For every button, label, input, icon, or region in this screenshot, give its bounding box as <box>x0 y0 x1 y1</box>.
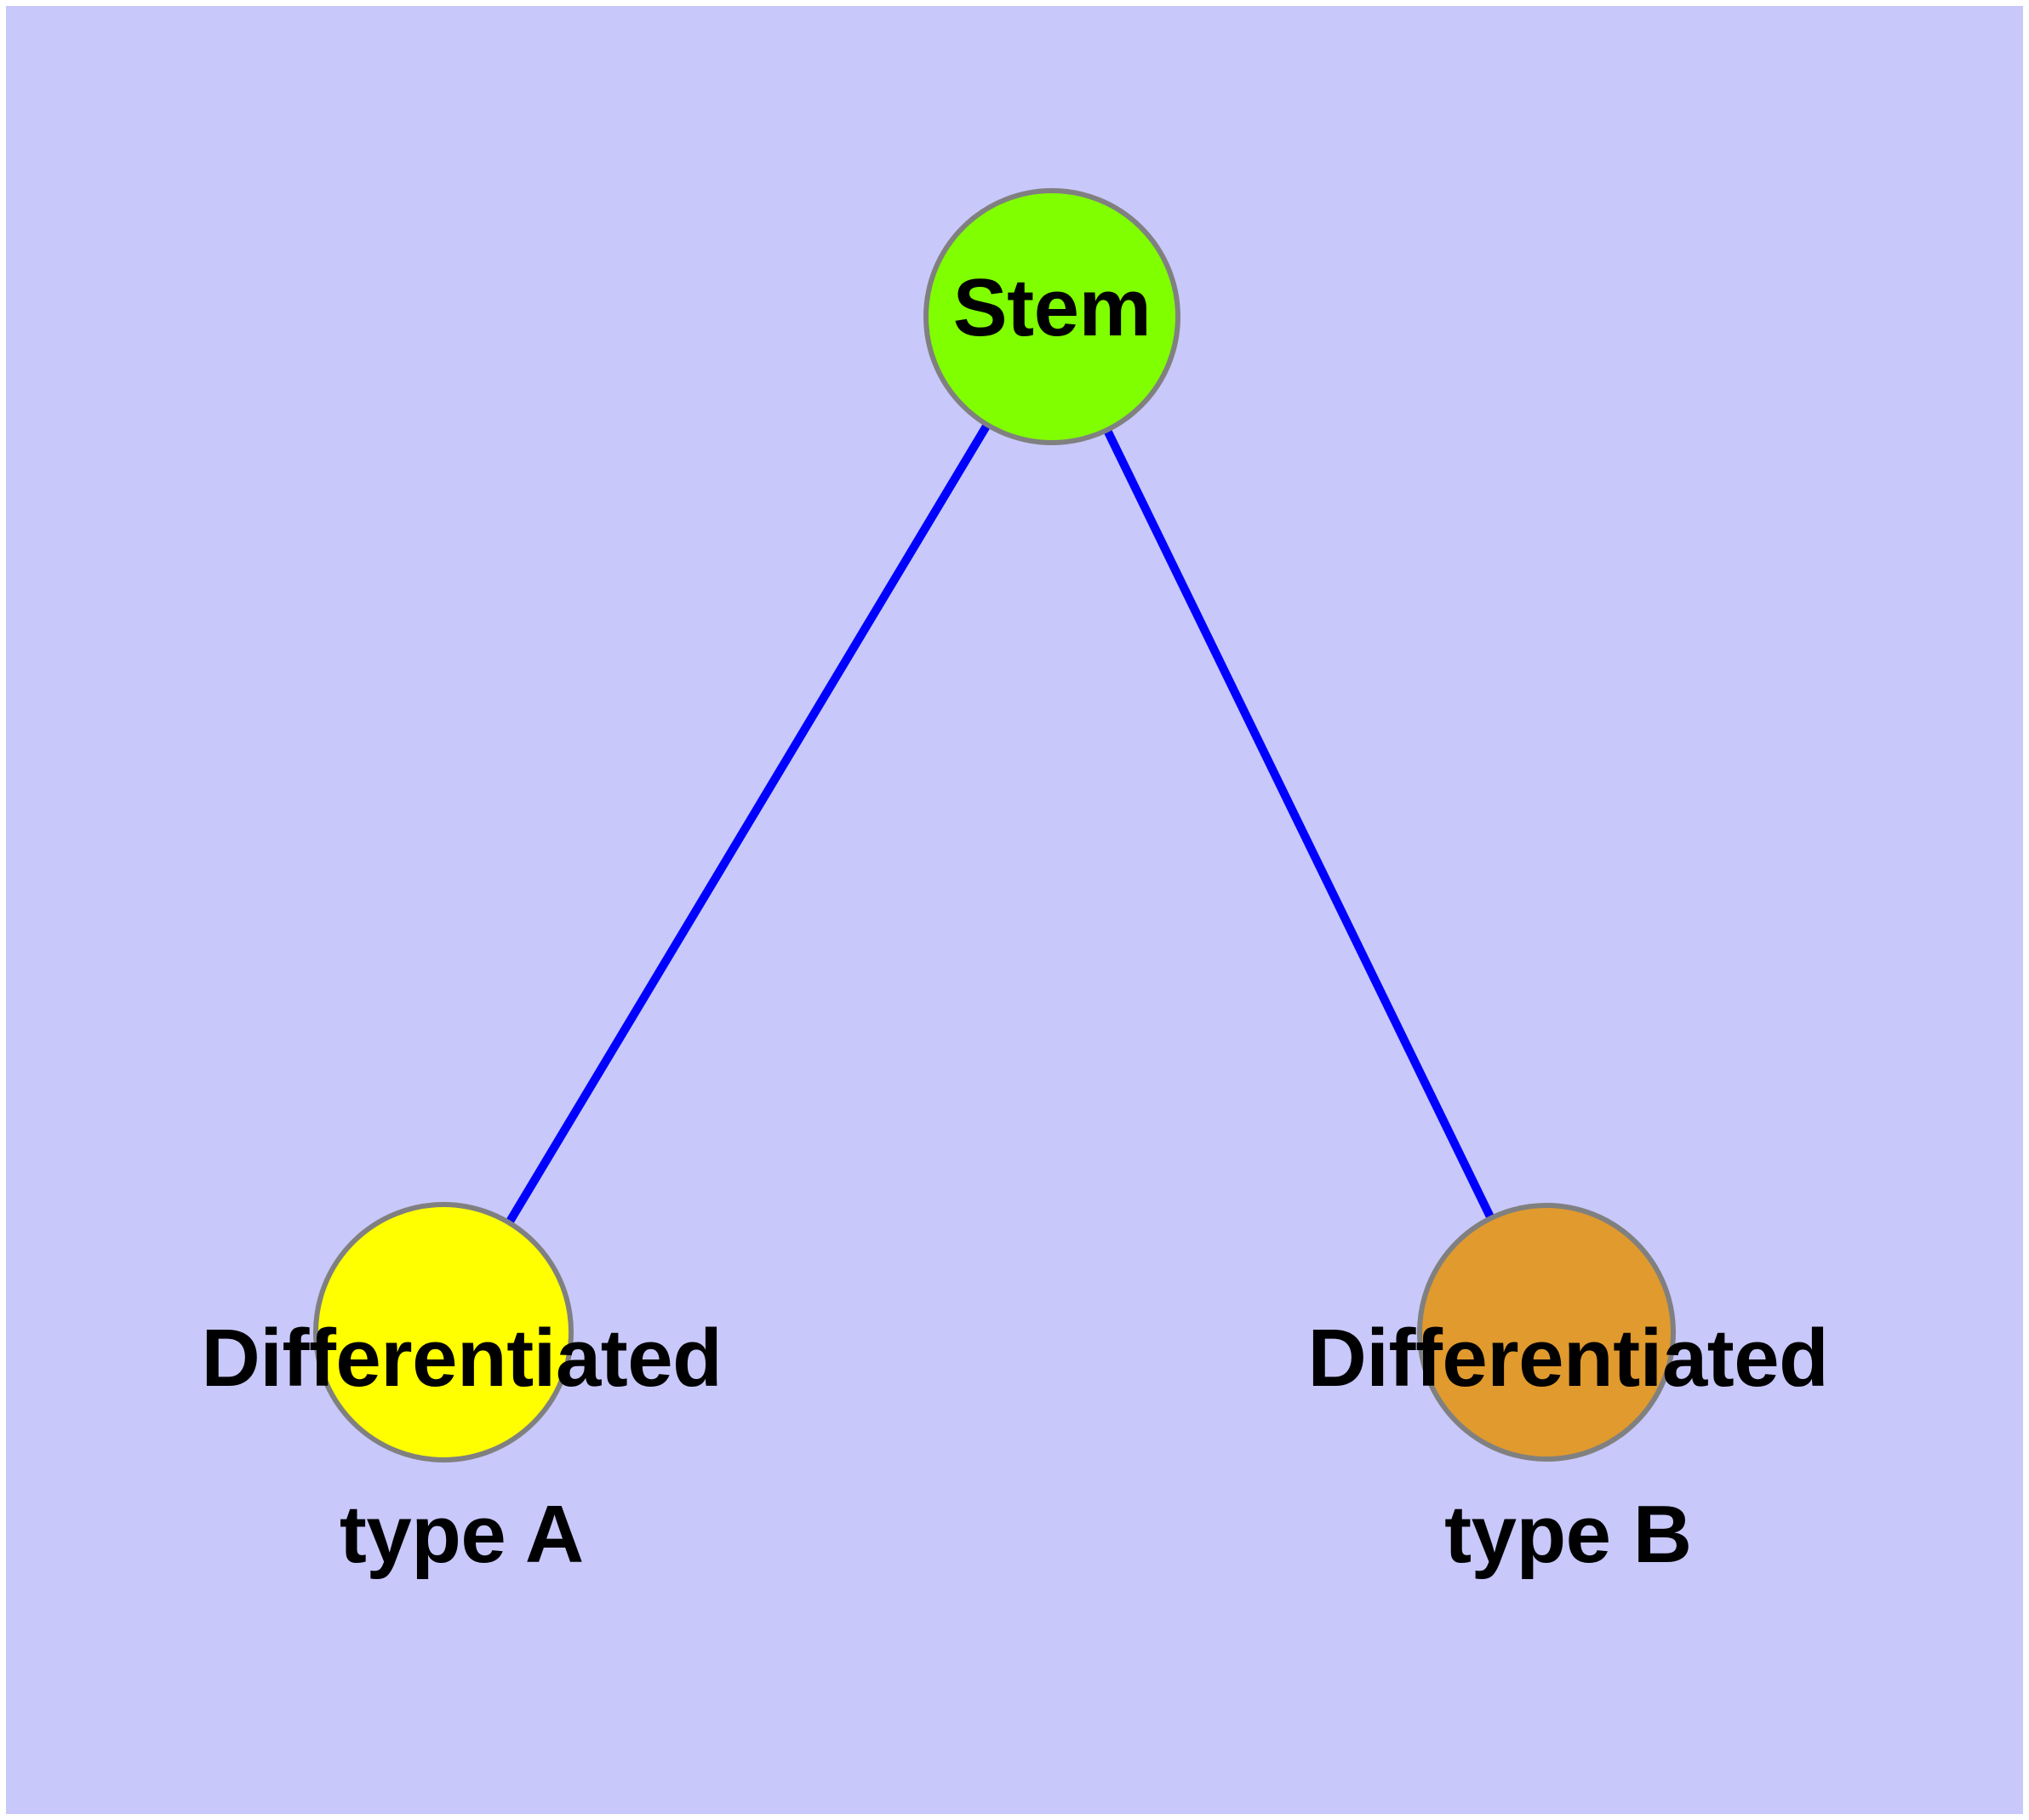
node-differentiated-type-b[interactable] <box>1417 1203 1676 1462</box>
edge-stem-to-type-b[interactable] <box>1103 427 1495 1221</box>
node-label-differentiated-type-a: Differentiated type A <box>0 1226 843 1667</box>
node-label-type-b-line1: Differentiated <box>1307 1312 1829 1404</box>
node-label-differentiated-type-b: Differentiated type B <box>1098 1226 1949 1667</box>
edge-stem-to-type-a[interactable] <box>505 422 992 1225</box>
node-label-type-a-line1: Differentiated <box>201 1312 723 1404</box>
node-label-type-b-line2: type B <box>1444 1489 1692 1581</box>
node-group <box>313 188 1676 1462</box>
node-stem[interactable] <box>923 188 1180 445</box>
node-label-stem: Stem <box>952 262 1152 353</box>
node-differentiated-type-a[interactable] <box>313 1202 574 1462</box>
node-label-type-a-line2: type A <box>339 1489 584 1581</box>
edge-group <box>505 422 1495 1225</box>
